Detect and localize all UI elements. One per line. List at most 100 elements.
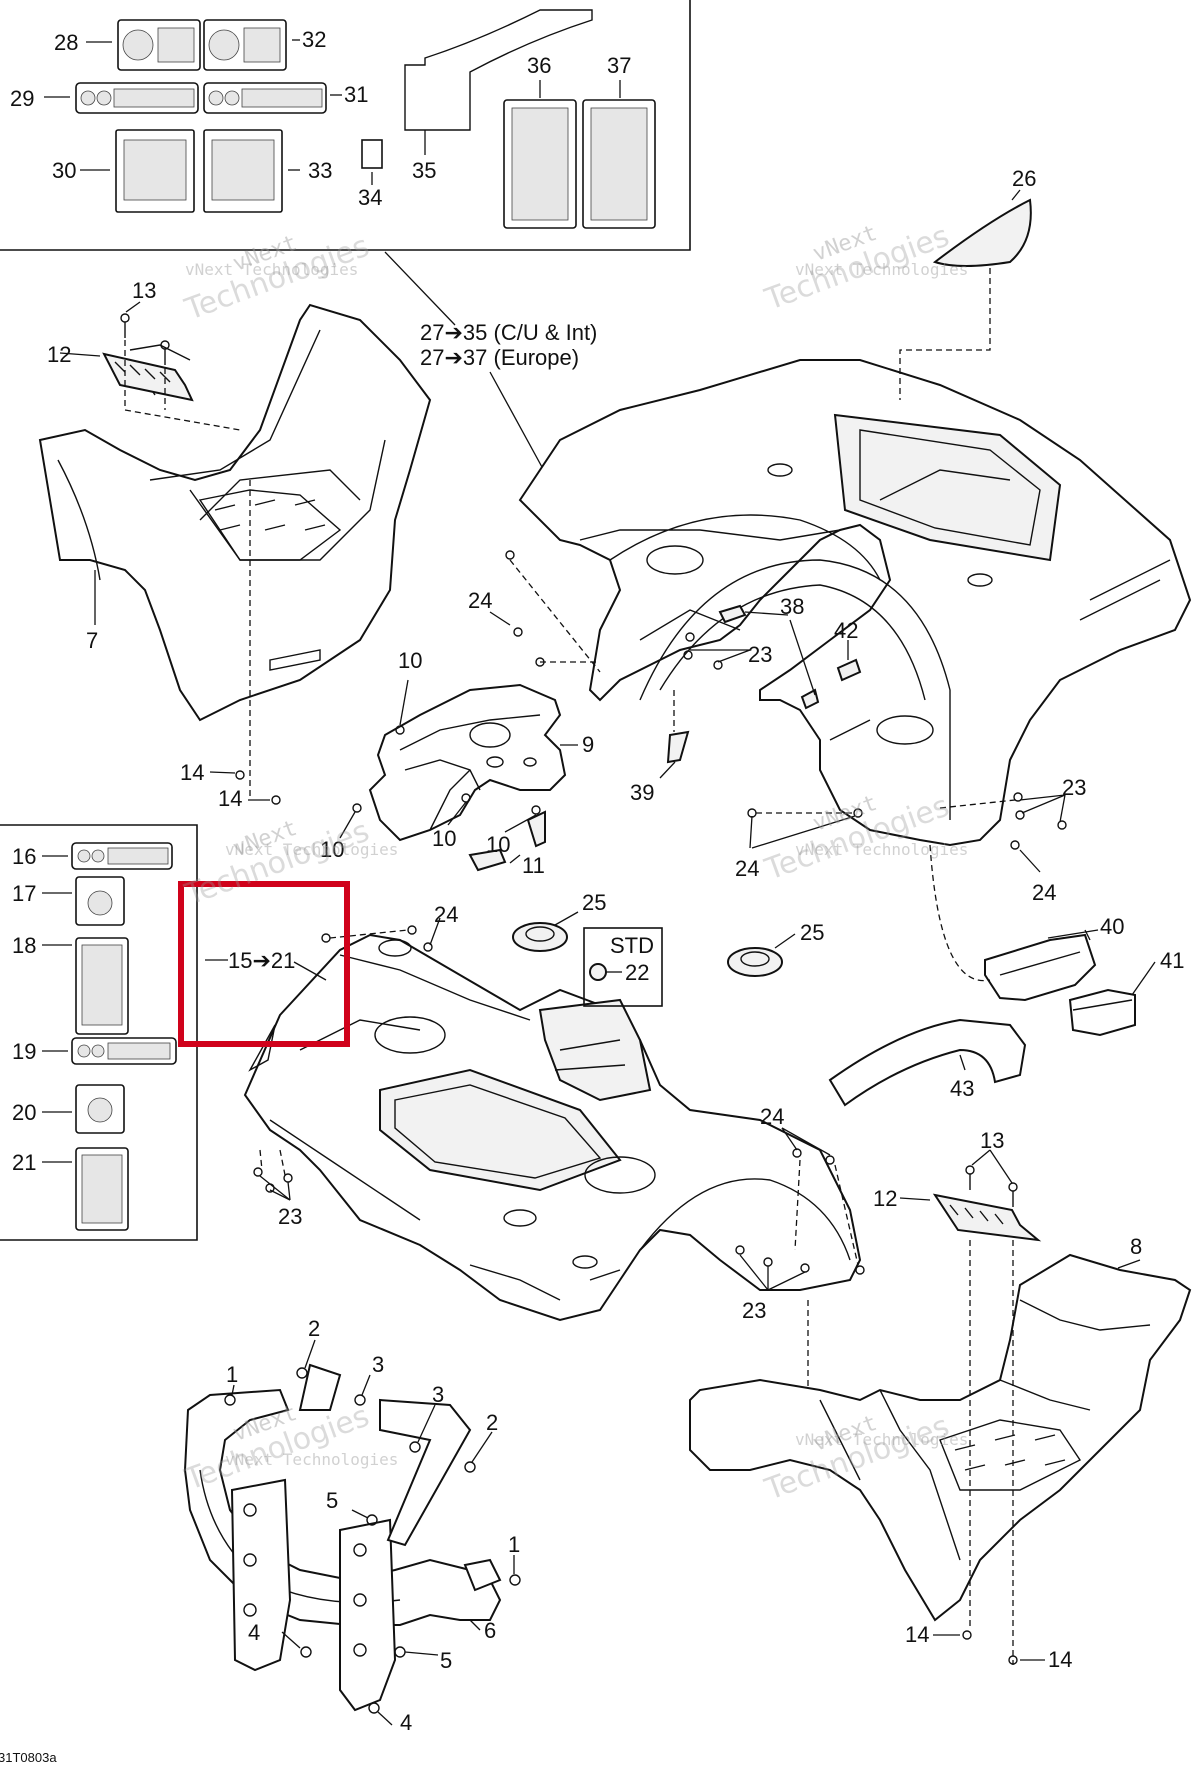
callout-13-right: 13: [980, 1128, 1004, 1153]
callout-26: 26: [1012, 166, 1036, 191]
callout-21: 21: [12, 1150, 36, 1175]
callout-16: 16: [12, 844, 36, 869]
std-label: STD: [610, 933, 654, 958]
rack-pad-26: [932, 198, 1032, 267]
trim-43: [828, 1018, 1027, 1107]
watermark-2c: vNext Technologies: [795, 260, 968, 279]
callout-24-right: 24: [1032, 880, 1056, 905]
callout-14-d: 14: [1048, 1647, 1072, 1672]
callout-24-mid: 24: [735, 856, 759, 881]
callout-5-bottom: 5: [440, 1648, 452, 1673]
callout-23-top: 23: [748, 642, 772, 667]
callout-31: 31: [344, 82, 368, 107]
callout-5-top: 5: [326, 1488, 338, 1513]
plug-42: [836, 658, 862, 682]
tube-39: [666, 730, 690, 764]
caps-25-22: [512, 922, 783, 1007]
callout-12-left: 12: [47, 342, 71, 367]
callout-3-left: 3: [372, 1352, 384, 1377]
storage-compartment-rear: [833, 413, 1062, 562]
decal-inset-left: 16 17 18 19 20 21: [0, 824, 198, 1241]
watermark-5c: vNext Technologies: [225, 1450, 398, 1469]
plug-38-a: [718, 604, 747, 624]
callout-24-front: 24: [434, 902, 458, 927]
highlight-box-15-21: [178, 881, 350, 1047]
callout-23-front: 23: [278, 1204, 302, 1229]
callout-36: 36: [527, 53, 551, 78]
callout-9: 9: [582, 732, 594, 757]
fender-lower-fasteners: [747, 792, 1067, 850]
latch-11-b: [468, 848, 507, 872]
right-footrest-8: [689, 1165, 1192, 1665]
callout-8: 8: [1130, 1234, 1142, 1259]
callout-14-a: 14: [180, 760, 204, 785]
callout-25-b: 25: [800, 920, 824, 945]
front-bumper-assembly: [183, 1363, 521, 1714]
callout-33: 33: [308, 158, 332, 183]
callout-29: 29: [10, 86, 34, 111]
range-label-27-37: 27➔37 (Europe): [420, 345, 579, 370]
range-label-27-35: 27➔35 (C/U & Int): [420, 320, 597, 345]
parts-40-41-43: [828, 844, 1136, 1107]
cap-22: [589, 963, 607, 981]
callout-1-right: 1: [508, 1532, 520, 1557]
callout-14-c: 14: [905, 1622, 929, 1647]
callout-7: 7: [86, 628, 98, 653]
watermark-3c: vNext Technologies: [225, 840, 398, 859]
callout-19: 19: [12, 1039, 36, 1064]
callout-10-d: 10: [486, 832, 510, 857]
decal-35: [404, 9, 593, 131]
brace-left-top: [298, 1363, 342, 1411]
watermark-6c: vNext Technologies: [795, 1430, 968, 1449]
bracket-right: [339, 1518, 397, 1712]
callout-11: 11: [522, 853, 545, 878]
callout-10-a: 10: [398, 648, 422, 673]
callout-41: 41: [1160, 948, 1184, 973]
callout-4-bottom: 4: [400, 1710, 412, 1735]
diagram-id: 31T0803a: [0, 1750, 57, 1765]
cap-25-b: [727, 947, 783, 977]
callout-17: 17: [12, 881, 36, 906]
callout-14-b: 14: [218, 786, 242, 811]
callout-1-left: 1: [226, 1362, 238, 1387]
callout-23-right: 23: [1062, 775, 1086, 800]
rear-fender-fasteners: [505, 550, 862, 764]
callout-18: 18: [12, 933, 36, 958]
callout-3-right: 3: [432, 1382, 444, 1407]
decal-34: [361, 139, 383, 169]
callout-4-left: 4: [248, 1620, 260, 1645]
callout-20: 20: [12, 1100, 36, 1125]
callout-28: 28: [54, 30, 78, 55]
callout-25-a: 25: [582, 890, 606, 915]
callout-43: 43: [950, 1076, 974, 1101]
std-box: [583, 927, 663, 1007]
footpeg-plate-12-right: [932, 1193, 1042, 1242]
callout-10-b: 10: [320, 837, 344, 862]
callout-38: 38: [780, 594, 804, 619]
callout-34: 34: [358, 185, 382, 210]
callout-6: 6: [484, 1618, 496, 1643]
left-footrest-7: [38, 303, 432, 805]
panel-41: [1068, 988, 1136, 1037]
callout-23-front-right: 23: [742, 1298, 766, 1323]
callout-24-front-right: 24: [760, 1104, 784, 1129]
callout-42: 42: [834, 618, 858, 643]
callout-22: 22: [625, 960, 649, 985]
callout-40: 40: [1100, 914, 1124, 939]
watermark-1c: vNext Technologies: [185, 260, 358, 279]
callout-37: 37: [607, 53, 631, 78]
range-label-15-21: 15➔21: [228, 948, 295, 973]
rear-fender: [518, 359, 1192, 847]
footpeg-plate-12-left: [102, 352, 194, 402]
callout-2-left: 2: [308, 1316, 320, 1341]
cap-25-a: [512, 922, 568, 952]
callout-10-c: 10: [432, 826, 456, 851]
callout-13-left: 13: [132, 278, 156, 303]
latch-11-a: [526, 810, 546, 848]
panel-40: [984, 933, 1097, 1002]
decal-inset-top: 28 32 29 31 30 33 34 35 36 37: [0, 0, 691, 251]
callout-12-right: 12: [873, 1186, 897, 1211]
watermark-4c: vNext Technologies: [795, 840, 968, 859]
console-9: [352, 683, 567, 872]
callout-24-top: 24: [468, 588, 492, 613]
